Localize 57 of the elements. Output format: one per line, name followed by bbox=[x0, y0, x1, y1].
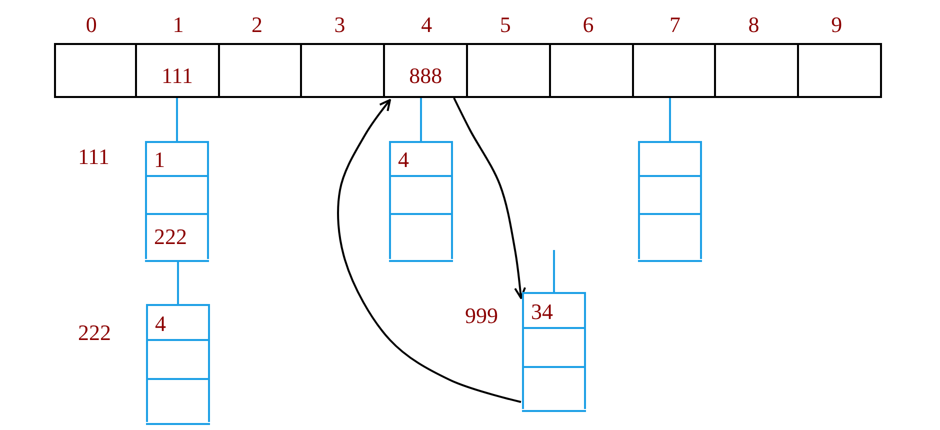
array-cell bbox=[797, 43, 882, 98]
array-cell bbox=[134, 43, 220, 98]
array-cell bbox=[632, 43, 716, 98]
value-text: 34 bbox=[531, 300, 553, 322]
list-node-box bbox=[638, 141, 702, 262]
connector-line bbox=[420, 98, 422, 141]
value-text: 1 bbox=[154, 149, 165, 171]
array-cell bbox=[383, 43, 468, 98]
value-text: 4 bbox=[398, 149, 409, 171]
array-cell bbox=[54, 43, 137, 98]
index-label: 5 bbox=[500, 14, 511, 36]
list-node-field bbox=[389, 176, 453, 214]
curved-arrow bbox=[337, 99, 522, 403]
connector-line bbox=[177, 262, 179, 304]
value-text: 111 bbox=[160, 65, 194, 90]
array-cell bbox=[548, 43, 634, 98]
curved-arrow bbox=[453, 98, 526, 299]
list-node-field bbox=[522, 294, 586, 328]
index-label: 6 bbox=[582, 14, 594, 36]
connector-line bbox=[553, 250, 555, 292]
array-cell bbox=[714, 43, 800, 98]
list-node-field bbox=[145, 214, 209, 259]
list-node-field bbox=[146, 380, 210, 422]
list-node-field bbox=[522, 328, 586, 368]
value-text: 222 bbox=[154, 226, 187, 248]
list-node-field bbox=[638, 176, 702, 214]
index-label: 1 bbox=[172, 14, 184, 36]
address-label: 222 bbox=[78, 322, 111, 344]
array-cell bbox=[218, 43, 302, 98]
list-node-field bbox=[638, 214, 702, 259]
array-cell bbox=[300, 43, 386, 98]
array-cell bbox=[466, 43, 551, 98]
list-node-box bbox=[389, 141, 453, 262]
address-label: 999 bbox=[465, 305, 498, 327]
address-label: 111 bbox=[78, 146, 110, 168]
value-text: 888 bbox=[408, 65, 444, 90]
index-label: 4 bbox=[421, 14, 432, 36]
list-node-field bbox=[522, 368, 586, 409]
connector-line bbox=[669, 98, 671, 141]
index-label: 9 bbox=[831, 14, 842, 36]
index-label: 3 bbox=[334, 14, 346, 36]
list-node-field bbox=[145, 143, 209, 176]
list-node-field bbox=[389, 214, 453, 259]
list-node-field bbox=[638, 143, 702, 176]
index-label: 8 bbox=[748, 14, 760, 36]
list-node-field bbox=[389, 143, 453, 176]
connector-line bbox=[176, 98, 178, 141]
index-label: 2 bbox=[252, 14, 262, 36]
index-label: 7 bbox=[670, 14, 680, 36]
index-label: 0 bbox=[86, 14, 97, 36]
list-node-field bbox=[145, 176, 209, 214]
list-node-field bbox=[146, 340, 210, 380]
list-node-box bbox=[522, 292, 586, 412]
value-text: 4 bbox=[155, 312, 166, 334]
list-node-box bbox=[145, 141, 209, 262]
list-node-field bbox=[146, 306, 210, 340]
list-node-box bbox=[146, 304, 210, 425]
